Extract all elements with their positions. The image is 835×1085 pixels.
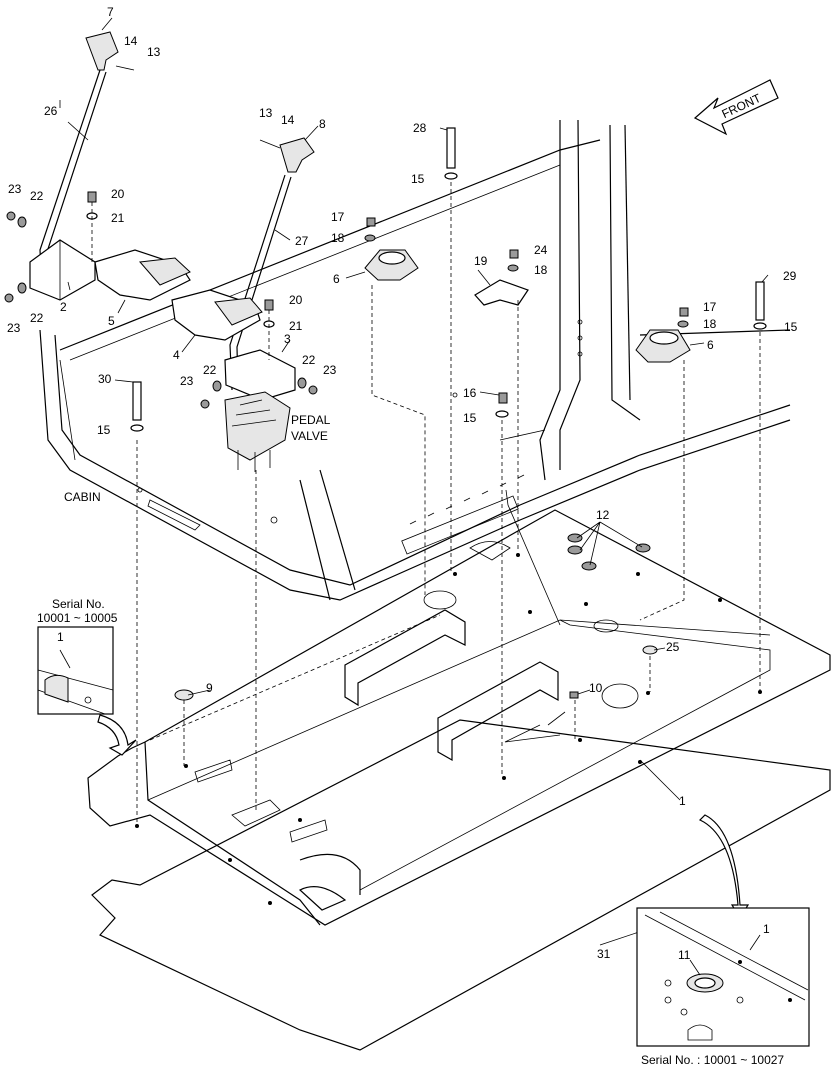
clip-10	[569, 691, 579, 699]
callout-5: 5	[108, 314, 115, 328]
cover-19	[474, 279, 529, 306]
serial-left-title: Serial No.	[52, 597, 105, 611]
callout-3: 3	[284, 332, 291, 346]
plug-9	[174, 689, 194, 701]
bracket-3	[224, 349, 296, 401]
callout-10: 10	[589, 681, 603, 695]
callout-23-c: 23	[323, 363, 337, 377]
callout-17-b: 17	[703, 300, 717, 314]
pedal-4	[171, 289, 263, 341]
callout-14-mid: 14	[281, 113, 295, 127]
bolt-16	[498, 392, 508, 404]
left-inset	[37, 626, 114, 715]
callout-16: 16	[463, 386, 477, 400]
callout-21-b: 21	[289, 319, 303, 333]
leader-lines	[59, 17, 769, 946]
right-inset	[636, 907, 810, 1047]
pedal-5	[94, 249, 191, 301]
bolt-24	[509, 249, 519, 259]
callout-23-b: 23	[7, 321, 21, 335]
bolt-28	[446, 127, 456, 169]
callout-14-top: 14	[124, 34, 138, 48]
grommets-12	[567, 533, 651, 571]
cabin-label: CABIN	[64, 490, 101, 504]
callout-20-a: 20	[111, 187, 125, 201]
callout-8: 8	[319, 117, 326, 131]
serial-left-range: 10001 ~ 10005	[37, 611, 118, 625]
callout-18-a: 18	[331, 231, 345, 245]
callout-22-a: 22	[30, 189, 44, 203]
callout-23-a: 23	[8, 182, 22, 196]
callout-18-c: 18	[703, 317, 717, 331]
callout-22-c: 22	[302, 353, 316, 367]
callout-2: 2	[60, 300, 67, 314]
callout-25: 25	[666, 640, 680, 654]
callout-26: 26	[44, 104, 58, 118]
callout-27: 27	[295, 234, 309, 248]
bolt-30	[132, 381, 142, 421]
callout-28: 28	[413, 121, 427, 135]
callout-15-a: 15	[97, 423, 111, 437]
callout-1-left-inset: 1	[57, 630, 64, 644]
callout-4: 4	[173, 348, 180, 362]
callout-numbers: 7 14 13 26 23 22 20 21 2 5 23 22 13 14 8…	[7, 5, 798, 962]
callout-22-d: 22	[203, 363, 217, 377]
callout-15-b: 15	[411, 172, 425, 186]
bolt-20-left	[87, 191, 97, 203]
plug-25	[642, 645, 658, 655]
callout-20-b: 20	[289, 293, 303, 307]
bracket-2	[29, 239, 96, 301]
floor-slots	[401, 474, 525, 555]
callout-6-b: 6	[707, 338, 714, 352]
callout-19: 19	[474, 254, 488, 268]
callout-23-d: 23	[180, 374, 194, 388]
pedal-valve-label-1: PEDAL	[291, 413, 331, 427]
mount-6-left	[364, 249, 419, 281]
callout-9: 9	[206, 681, 213, 695]
callout-6-a: 6	[333, 272, 340, 286]
bolts	[87, 127, 765, 421]
callout-11: 11	[678, 948, 691, 962]
callout-18-b: 18	[534, 263, 548, 277]
channel-right	[437, 661, 559, 762]
washers	[4, 172, 767, 432]
serial-right-label: Serial No. : 10001 ~ 10027	[641, 1053, 784, 1067]
pedal-valve	[224, 391, 291, 472]
floor-mat-31	[91, 719, 831, 1051]
callout-15-d: 15	[784, 320, 798, 334]
front-arrow-icon: FRONT	[693, 79, 779, 136]
mount-6-right	[635, 329, 691, 363]
callout-13-mid: 13	[259, 106, 273, 120]
callout-1-right-inset: 1	[763, 922, 770, 936]
bolt-17-left	[366, 217, 376, 227]
callout-21-a: 21	[111, 211, 125, 225]
floor-plate	[87, 509, 831, 926]
callout-22-b: 22	[30, 311, 44, 325]
callout-17-a: 17	[331, 210, 345, 224]
bolt-20-right	[264, 299, 274, 311]
callout-24: 24	[534, 243, 548, 257]
callout-30: 30	[98, 372, 112, 386]
callout-1-mat: 1	[679, 794, 686, 808]
alignment-lines	[91, 182, 761, 826]
callout-13-top: 13	[147, 45, 161, 59]
callout-7: 7	[107, 5, 114, 19]
callout-15-c: 15	[463, 411, 477, 425]
bolt-17-right	[679, 307, 689, 317]
bolt-29	[755, 281, 765, 321]
cabin-frame	[39, 119, 791, 601]
arrow-to-right-inset	[698, 814, 750, 920]
callout-12: 12	[596, 508, 610, 522]
arrow-to-left-inset	[97, 714, 137, 756]
pedal-valve-label-2: VALVE	[291, 429, 328, 443]
callout-29: 29	[783, 269, 797, 283]
channel-left	[344, 609, 466, 707]
callout-31: 31	[597, 947, 611, 961]
